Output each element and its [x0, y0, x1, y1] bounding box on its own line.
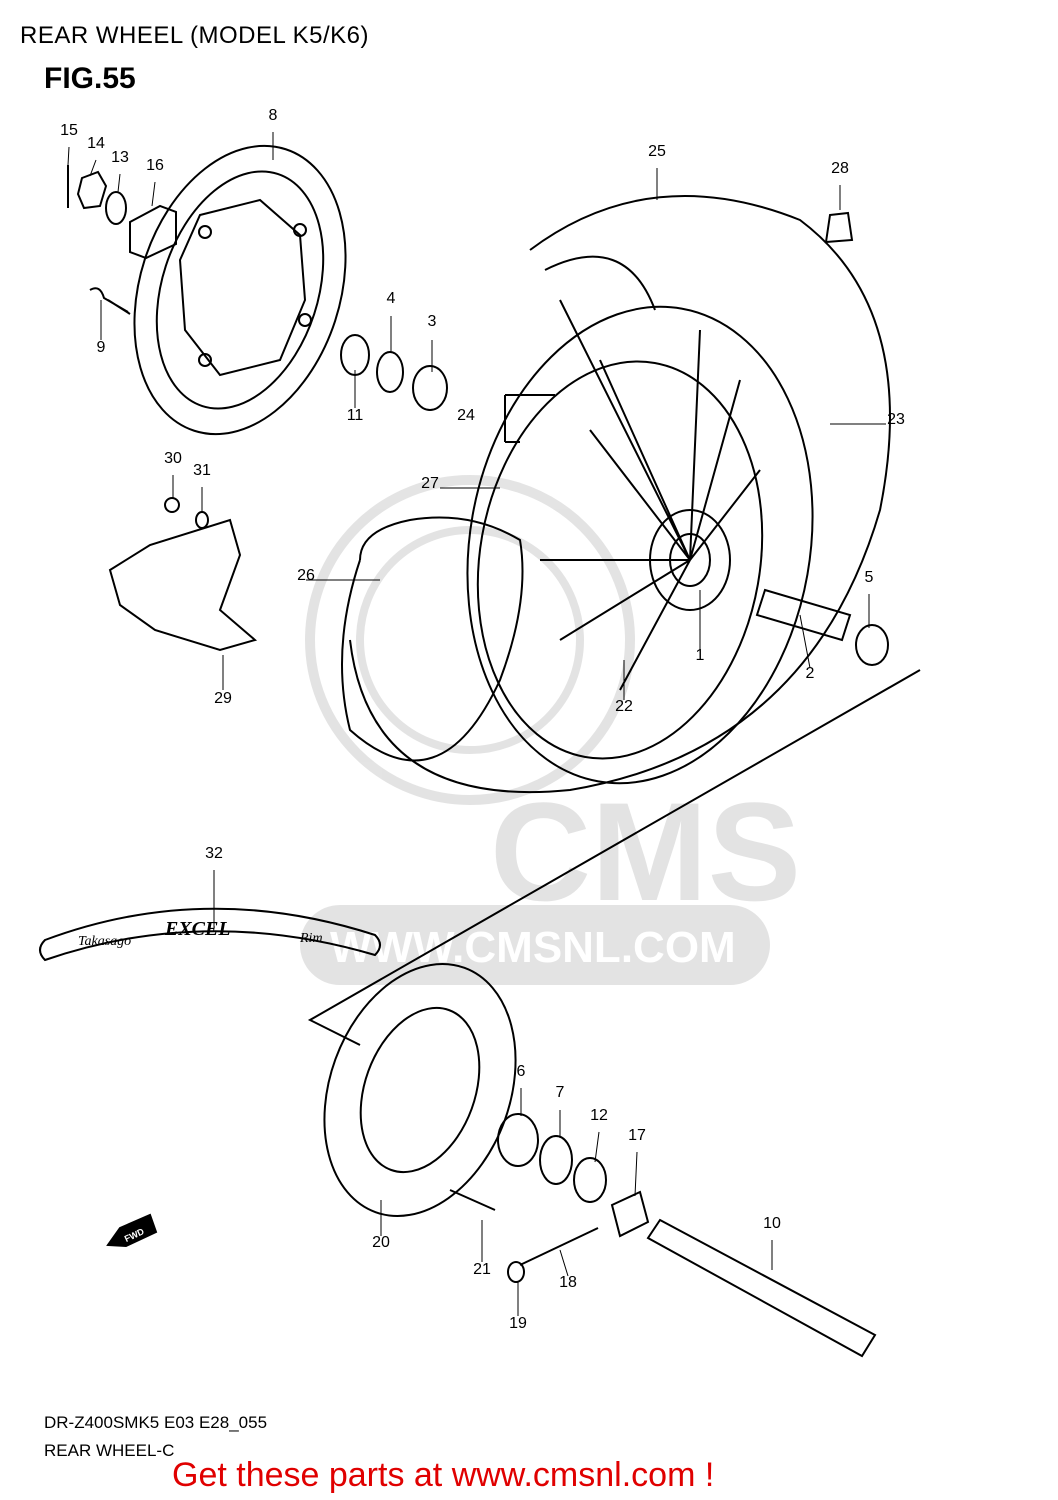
part-callout-25: 25 — [648, 143, 666, 160]
rim-decal — [39, 907, 381, 962]
cms-watermark: CMS WWW.CMSNL.COM — [300, 475, 801, 985]
oil-seal-7 — [539, 1135, 573, 1185]
callout-layer: 1234567891011121314151617181920212223242… — [60, 107, 905, 1332]
part-callout-17: 17 — [628, 1127, 646, 1144]
bearing-3 — [412, 365, 448, 411]
diagram-subtitle: REAR WHEEL-C — [44, 1441, 175, 1460]
watermark-cms-text: CMS — [490, 773, 801, 930]
part-callout-18: 18 — [559, 1274, 577, 1291]
chain-adjuster-left — [129, 204, 177, 260]
part-callout-14: 14 — [87, 135, 105, 152]
part-callout-5: 5 — [865, 569, 874, 586]
part-callout-31: 31 — [193, 462, 211, 479]
rear-axle — [646, 1218, 877, 1358]
part-callout-8: 8 — [269, 107, 278, 124]
part-callout-9: 9 — [97, 339, 106, 356]
axle-guide-line — [307, 669, 921, 1046]
guard-washer — [195, 511, 209, 529]
part-callout-16: 16 — [146, 157, 164, 174]
figure-label: FIG.55 — [44, 62, 136, 95]
washer-13 — [105, 191, 127, 225]
axle-spacer-2 — [755, 588, 852, 642]
decal-brand-text: Takasago — [78, 934, 131, 949]
part-callout-23: 23 — [887, 411, 905, 428]
spacer-11 — [340, 334, 370, 376]
bearing-6 — [497, 1113, 539, 1167]
promo-link[interactable]: Get these parts at www.cmsnl.com ! — [172, 1456, 715, 1494]
chain-adjuster-right — [610, 1190, 650, 1238]
part-callout-13: 13 — [111, 149, 129, 166]
valve-cap — [824, 211, 854, 244]
part-callout-3: 3 — [428, 313, 437, 330]
part-callout-19: 19 — [509, 1315, 527, 1332]
sprocket-bolt — [449, 1189, 496, 1211]
bearing-5 — [855, 624, 889, 666]
part-callout-27: 27 — [421, 475, 439, 492]
part-callout-26: 26 — [297, 567, 315, 584]
wheel-assembly — [341, 195, 891, 794]
part-callout-28: 28 — [831, 160, 849, 177]
decal-model-text: EXCEL — [164, 918, 231, 940]
spoke-nipple-bracket — [504, 394, 555, 443]
diagram-code: DR-Z400SMK5 E03 E28_055 — [44, 1413, 268, 1432]
part-callout-22: 22 — [615, 698, 633, 715]
part-callout-24: 24 — [457, 407, 475, 424]
spacer-12 — [573, 1157, 607, 1203]
part-callout-1: 1 — [696, 647, 705, 664]
brake-disc — [133, 144, 347, 436]
part-callout-15: 15 — [60, 122, 78, 139]
callout-leaders — [67, 132, 886, 1316]
part-callout-6: 6 — [517, 1063, 526, 1080]
part-callout-21: 21 — [473, 1261, 491, 1278]
part-callout-4: 4 — [387, 290, 396, 307]
part-callout-29: 29 — [214, 690, 232, 707]
fwd-arrow-icon — [106, 1213, 158, 1248]
watermark-url-text: WWW.CMSNL.COM — [330, 923, 736, 972]
adjuster-bolt — [519, 1227, 599, 1266]
guard-bolt — [164, 497, 180, 513]
part-callout-12: 12 — [590, 1107, 608, 1124]
part-callout-20: 20 — [372, 1234, 390, 1251]
oil-seal-4 — [376, 351, 404, 393]
decal-rim-text: Rim — [299, 931, 323, 946]
sprocket-guard — [108, 518, 258, 652]
adjuster-nut — [507, 1261, 525, 1283]
castle-nut — [76, 170, 108, 210]
part-callout-32: 32 — [205, 845, 223, 862]
part-callout-2: 2 — [806, 665, 815, 682]
part-callout-10: 10 — [763, 1215, 781, 1232]
part-callout-11: 11 — [347, 407, 364, 424]
disc-bolt — [89, 287, 131, 315]
page-title: REAR WHEEL (MODEL K5/K6) — [20, 22, 369, 49]
part-callout-7: 7 — [556, 1084, 565, 1101]
part-callout-30: 30 — [164, 450, 182, 467]
